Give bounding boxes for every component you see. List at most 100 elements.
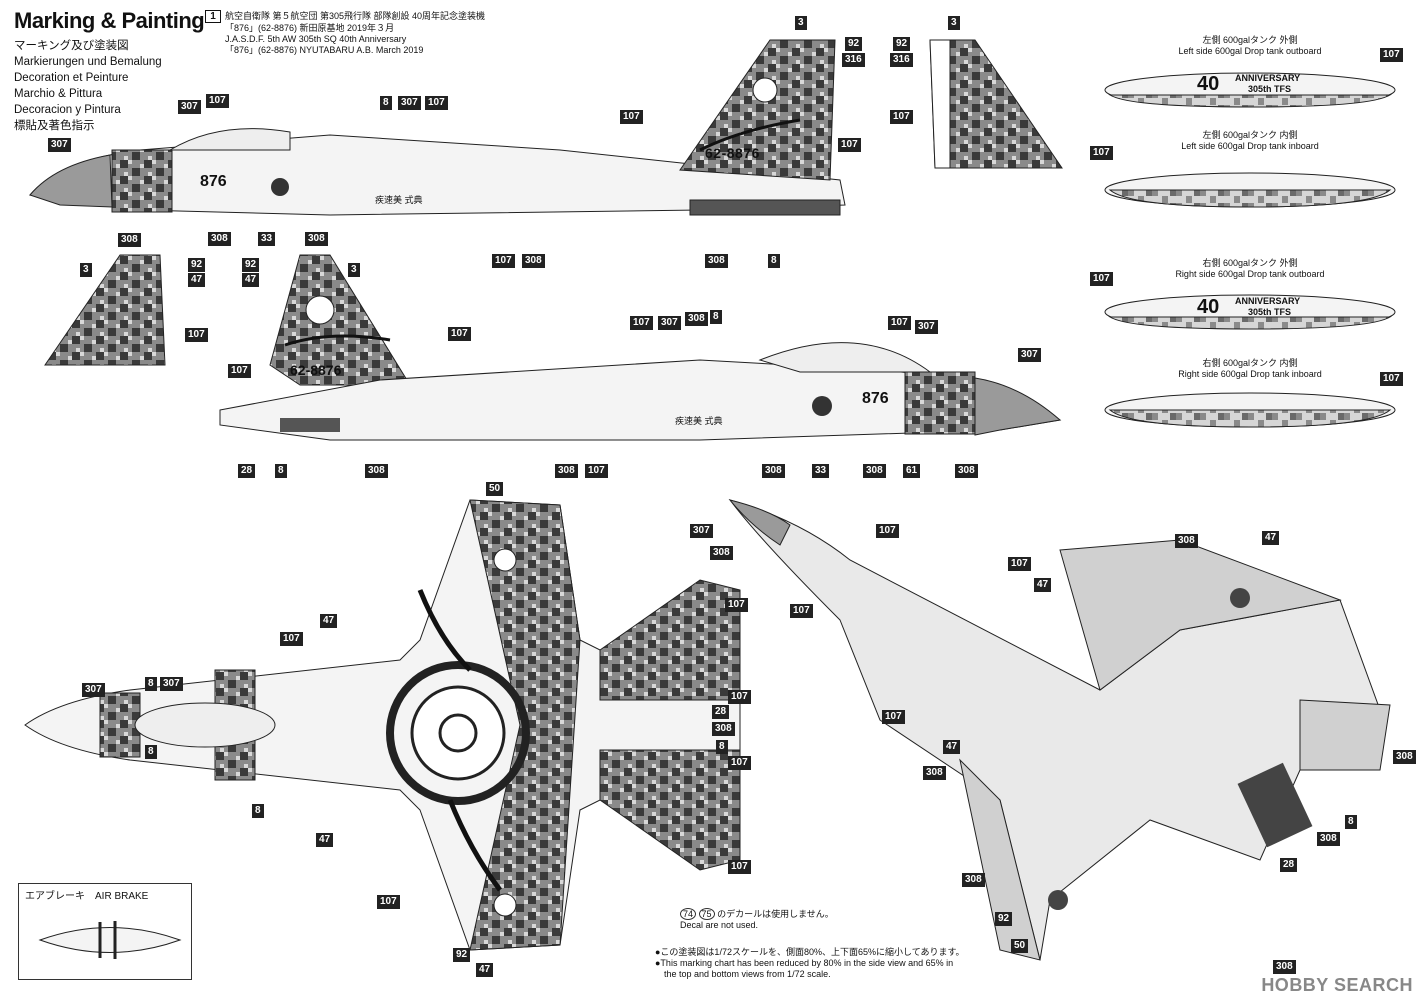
color-tag: 308	[365, 464, 388, 478]
tail-outboard-view	[929, 39, 1063, 169]
color-tag: 28	[1280, 858, 1298, 872]
color-tag: 33	[258, 232, 276, 246]
color-tag: 107	[425, 96, 448, 110]
color-tag: 50	[486, 482, 504, 496]
color-tag: 308	[305, 232, 328, 246]
color-tag: 307	[178, 100, 201, 114]
color-tag: 92	[453, 948, 471, 962]
tank3-unit: 305th TFS	[1248, 307, 1292, 317]
color-tag: 308	[118, 233, 141, 247]
color-tag: 28	[238, 464, 256, 478]
color-tag: 308	[685, 312, 708, 326]
color-tag: 8	[275, 464, 287, 478]
color-tag: 307	[1018, 348, 1041, 362]
color-tag: 107	[377, 895, 400, 909]
color-tag: 307	[48, 138, 71, 152]
side-view-right	[219, 342, 1062, 441]
color-tag: 8	[710, 310, 722, 324]
color-tag: 107	[1008, 557, 1031, 571]
nose-code-top: 876	[200, 173, 227, 190]
color-tag: 107	[1090, 146, 1113, 160]
color-tag: 308	[1317, 832, 1340, 846]
header-line1: 航空自衛隊 第５航空団 第305飛行隊 部隊創設 40周年記念塗装機	[225, 11, 486, 21]
bottom-view	[728, 499, 1391, 961]
scheme-number: 1	[205, 10, 221, 23]
color-tag: 8	[1345, 815, 1357, 829]
color-tag: 307	[915, 320, 938, 334]
lang-fr: Decoration et Peinture	[14, 72, 129, 84]
color-tag: 308	[710, 546, 733, 560]
color-tag: 107	[790, 604, 813, 618]
airbrake-detail	[38, 921, 182, 959]
color-tag: 308	[1175, 534, 1198, 548]
nose-code-mid: 876	[862, 390, 889, 407]
color-tag: 47	[1262, 531, 1280, 545]
lang-de: Markierungen und Bemalung	[14, 56, 162, 68]
color-tag: 107	[1380, 48, 1403, 62]
color-tag: 8	[145, 677, 157, 691]
color-tag: 316	[890, 53, 913, 67]
scheme-header: 1 航空自衛隊 第５航空団 第305飛行隊 部隊創設 40周年記念塗装機 「876…	[205, 10, 485, 56]
color-tag: 107	[185, 328, 208, 342]
color-tag: 308	[208, 232, 231, 246]
tank3-forty: 40	[1197, 296, 1220, 318]
tank1-anniv: ANNIVERSARY	[1235, 73, 1301, 83]
color-tag: 47	[320, 614, 338, 628]
header-line4: 「876」(62-8876) NYUTABARU A.B. March 2019	[225, 45, 424, 55]
color-tag: 47	[242, 273, 260, 287]
color-tag: 92	[893, 37, 911, 51]
header-line3: J.A.S.D.F. 5th AW 305th SQ 40th Annivers…	[225, 34, 407, 44]
color-tag: 47	[188, 273, 206, 287]
color-tag: 107	[280, 632, 303, 646]
color-tag: 50	[1011, 939, 1029, 953]
lang-it: Marchio & Pittura	[14, 88, 103, 100]
color-tag: 8	[716, 740, 728, 754]
color-tag: 107	[620, 110, 643, 124]
color-tag: 8	[252, 804, 264, 818]
header-line2: 「876」(62-8876) 新田原基地 2019年３月	[225, 23, 395, 33]
color-tag: 8	[145, 745, 157, 759]
color-tag: 107	[728, 690, 751, 704]
calligraphy-top: 疾速美 式典	[375, 195, 423, 205]
calligraphy-mid: 疾速美 式典	[675, 416, 723, 426]
color-tag: 107	[1090, 272, 1113, 286]
color-tag: 308	[962, 873, 985, 887]
color-tag: 308	[955, 464, 978, 478]
color-tag: 307	[690, 524, 713, 538]
color-tag: 107	[728, 756, 751, 770]
color-tag: 308	[1273, 960, 1296, 974]
decal-note: 74 75 のデカールは使用しません。 Decal are not used.	[680, 908, 834, 930]
lang-jp: マーキング及び塗装図	[14, 40, 129, 52]
drop-tanks	[1104, 72, 1396, 428]
color-tag: 107	[876, 524, 899, 538]
color-tag: 3	[80, 263, 92, 277]
top-view	[24, 499, 741, 951]
color-tag: 8	[768, 254, 780, 268]
lang-es: Decoracion y Pintura	[14, 104, 121, 116]
page-title: Marking & Painting	[14, 8, 205, 33]
color-tag: 61	[903, 464, 921, 478]
color-tag: 47	[316, 833, 334, 847]
color-tag: 33	[812, 464, 830, 478]
color-tag: 308	[555, 464, 578, 478]
color-tag: 307	[658, 316, 681, 330]
color-tag: 107	[228, 364, 251, 378]
color-tag: 3	[795, 16, 807, 30]
tail-serial-mid: 62-8876	[290, 362, 342, 378]
color-tag: 107	[888, 316, 911, 330]
color-tag: 308	[705, 254, 728, 268]
color-tag: 308	[1393, 750, 1416, 764]
airbrake-label: エアブレーキ AIR BRAKE	[25, 891, 149, 902]
color-tag: 308	[863, 464, 886, 478]
tank3-anniv: ANNIVERSARY	[1235, 296, 1301, 306]
color-tag: 3	[348, 263, 360, 277]
color-tag: 47	[1034, 578, 1052, 592]
color-tag: 107	[882, 710, 905, 724]
color-tag: 107	[492, 254, 515, 268]
color-tag: 308	[923, 766, 946, 780]
tail-serial-top: 62-8876	[705, 145, 760, 161]
